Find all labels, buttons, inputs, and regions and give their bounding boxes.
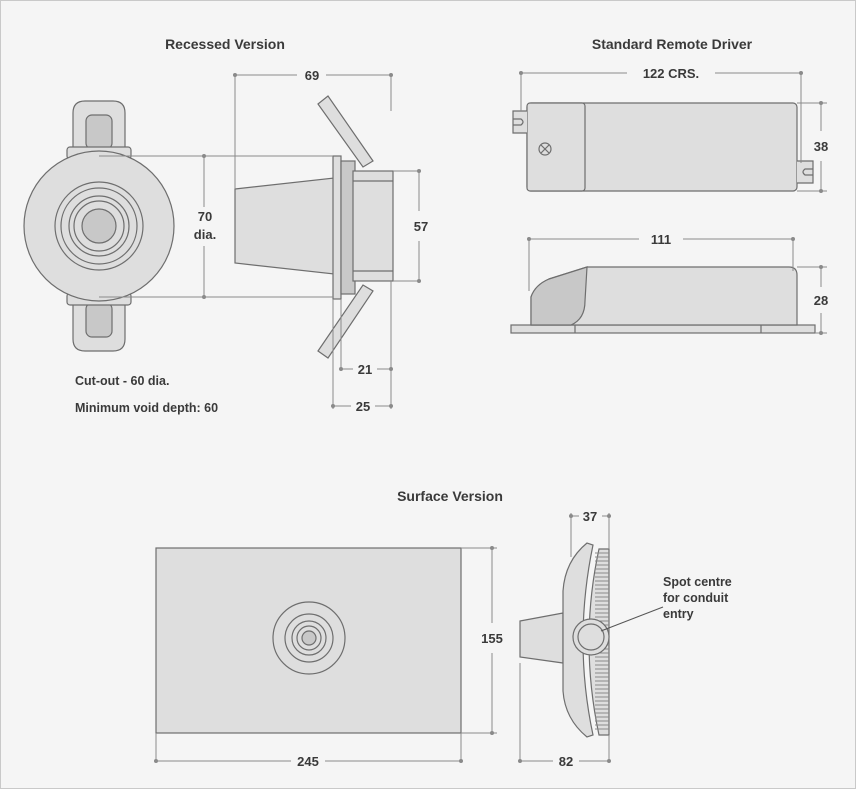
dim-70-dia: dia. — [194, 227, 216, 242]
driver-top-view — [512, 102, 814, 192]
dim-38: 38 — [814, 139, 828, 154]
dim-111: 111 — [651, 232, 671, 247]
dim-57: 57 — [414, 219, 428, 234]
left-mount-tab — [512, 110, 527, 134]
surface-lamp-body — [519, 612, 564, 664]
recessed-body — [234, 177, 335, 275]
recessed-side-view — [234, 95, 394, 359]
driver-side-dimensions: 111 28 — [527, 232, 828, 335]
surface-side-view — [519, 542, 664, 738]
spot-note-line2: for conduit — [663, 591, 729, 605]
dim-82: 82 — [559, 754, 573, 769]
dim-122-crs: 122 CRS. — [643, 66, 699, 81]
void-depth-note: Minimum void depth: 60 — [75, 401, 218, 415]
surface-front-view — [155, 547, 462, 734]
dim-37: 37 — [583, 509, 597, 524]
recessed-version-title: Recessed Version — [165, 36, 285, 52]
spot-note-line1: Spot centre — [663, 575, 732, 589]
upper-spring-arm — [317, 95, 374, 168]
bottom-spring-clip — [66, 292, 132, 352]
driver-side-view — [510, 266, 816, 334]
dim-155: 155 — [481, 631, 503, 646]
dim-25: 25 — [356, 399, 370, 414]
driver-top-dimensions: 122 CRS. 38 — [519, 66, 828, 193]
recessed-dimensions: 69 70 dia. 57 21 25 — [99, 68, 428, 414]
flange — [332, 155, 342, 300]
cutout-note: Cut-out - 60 dia. — [75, 374, 169, 388]
dim-69: 69 — [305, 68, 319, 83]
dim-28: 28 — [814, 293, 828, 308]
surface-side-dimensions: 37 82 — [518, 509, 611, 769]
surface-lens — [301, 630, 317, 646]
right-mount-tab — [797, 160, 814, 184]
dim-70: 70 — [198, 209, 212, 224]
spot-note-line3: entry — [663, 607, 694, 621]
dim-245: 245 — [297, 754, 319, 769]
dim-21: 21 — [358, 362, 372, 377]
rear-housing — [352, 170, 394, 282]
driver-title: Standard Remote Driver — [592, 36, 753, 52]
surface-front-dimensions: 245 155 — [154, 546, 503, 769]
lower-spring-arm — [317, 284, 374, 359]
base-plate — [510, 324, 816, 334]
surface-version-title: Surface Version — [397, 488, 503, 504]
recessed-front-view — [23, 100, 175, 352]
terminal-cover — [526, 102, 586, 192]
top-spring-clip — [66, 100, 132, 160]
lens — [81, 208, 117, 244]
